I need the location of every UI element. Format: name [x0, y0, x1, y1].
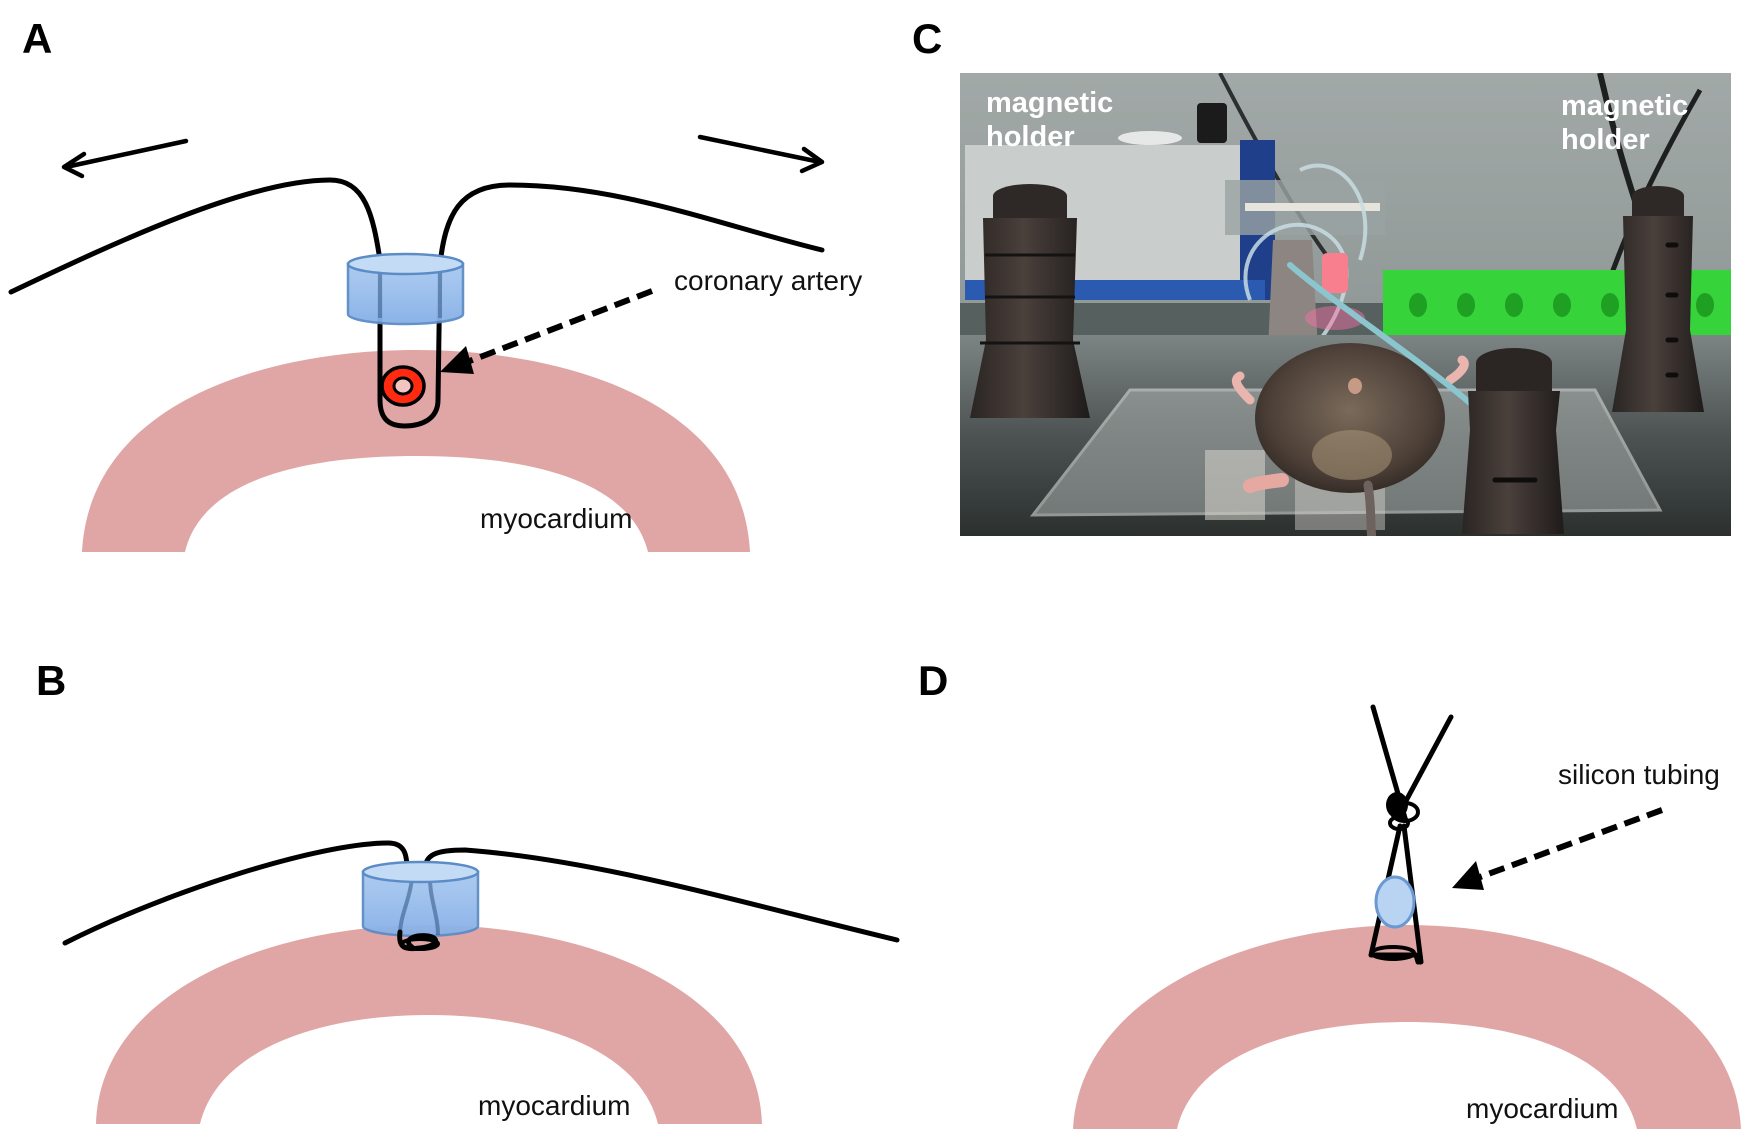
myocardium-arch — [96, 925, 762, 1124]
right-holder-label-line1: magnetic — [1561, 90, 1688, 122]
myocardium-label-d: myocardium — [1466, 1093, 1618, 1124]
arrow-right-icon — [697, 134, 825, 174]
magnetic-holder-right — [1612, 186, 1704, 412]
suture-thread — [1370, 704, 1454, 821]
myocardium-arch — [1073, 925, 1741, 1129]
suture-thread — [8, 177, 825, 429]
experimental-setup-photo — [960, 73, 1731, 536]
arrow-left-icon — [61, 138, 189, 179]
suture-loop — [1368, 823, 1424, 965]
panel-letter-d: D — [918, 657, 948, 704]
dashed-arrow-icon — [1452, 807, 1664, 890]
dashed-arrow-icon — [440, 288, 654, 374]
silicon-tubing — [1374, 875, 1416, 929]
left-holder-label-line1: magnetic — [986, 87, 1113, 119]
suture-knot — [1386, 792, 1420, 831]
panel-letter-c: C — [912, 15, 942, 62]
magnetic-holder-front — [1462, 348, 1564, 534]
silicon-tubing-label: silicon tubing — [1558, 759, 1720, 790]
coronary-artery-label: coronary artery — [674, 265, 862, 296]
panel-letter-a: A — [22, 15, 52, 62]
myocardium-label-a: myocardium — [480, 503, 632, 534]
myocardium-label-b: myocardium — [478, 1090, 630, 1121]
occluder-cylinder — [346, 252, 465, 326]
suture-knot — [397, 929, 440, 952]
right-holder-label-line2: holder — [1561, 124, 1650, 156]
suture-ring — [1370, 945, 1416, 961]
magnetic-holder-left — [970, 184, 1090, 418]
panel-b: B myocardium — [36, 657, 900, 1124]
coronary-artery — [380, 365, 426, 407]
panel-c: C — [912, 15, 1731, 536]
suture-thread — [62, 840, 900, 946]
left-holder-label-line2: holder — [986, 121, 1075, 153]
myocardium-arch — [82, 350, 750, 552]
panel-letter-b: B — [36, 657, 66, 704]
panel-d: D silicon tubing myocardium — [918, 657, 1741, 1129]
occluder-cylinder — [361, 860, 480, 938]
panel-a: A coronary artery myocardium — [8, 15, 862, 552]
